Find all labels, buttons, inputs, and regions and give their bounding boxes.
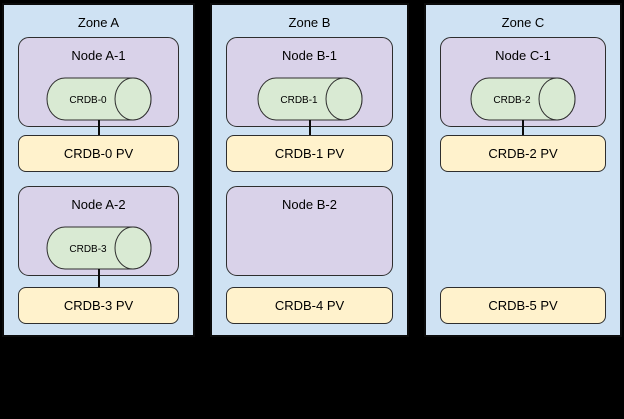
- cylinder-cap: [325, 77, 362, 121]
- node-b1: Node B-1 CRDB-1: [226, 37, 393, 127]
- zone-a-label: Zone A: [77, 15, 120, 30]
- zone-a: Zone A Node A-1 CRDB-0 CRDB-0 PV Node A-…: [2, 3, 195, 337]
- node-a2-label: Node A-2: [71, 197, 126, 212]
- node-c1: Node C-1 CRDB-2: [440, 37, 606, 127]
- crdb-3-cylinder-label: CRDB-3: [69, 244, 107, 255]
- crdb-5-pv-box: CRDB-5 PV: [440, 287, 606, 324]
- node-c1-label: Node C-1: [495, 48, 551, 63]
- crdb-3-pv-box: CRDB-3 PV: [18, 287, 179, 324]
- crdb-1-cylinder: CRDB-1: [257, 77, 363, 121]
- zone-b: Zone B Node B-1 CRDB-1 CRDB-1 PV Node B-…: [210, 3, 409, 337]
- crdb-4-pv-box: CRDB-4 PV: [226, 287, 393, 324]
- connector-line: [522, 120, 524, 135]
- node-b1-label: Node B-1: [282, 48, 337, 63]
- zone-c-label: Zone C: [501, 15, 545, 30]
- crdb-2-cylinder: CRDB-2: [470, 77, 576, 121]
- node-a1: Node A-1 CRDB-0: [18, 37, 179, 127]
- node-b2-label: Node B-2: [282, 197, 337, 212]
- crdb-1-cylinder-label: CRDB-1: [280, 95, 318, 106]
- connector-line: [308, 120, 311, 135]
- zone-c: Zone C Node C-1 CRDB-2 CRDB-2 PV CRDB-5 …: [424, 3, 622, 337]
- crdb-0-cylinder: CRDB-0: [46, 77, 152, 121]
- crdb-2-cylinder-label: CRDB-2: [493, 95, 531, 106]
- crdb-2-pv-box: CRDB-2 PV: [440, 135, 606, 172]
- node-a1-label: Node A-1: [71, 48, 126, 63]
- crdb-0-cylinder-label: CRDB-0: [69, 95, 107, 106]
- connector-line: [97, 120, 100, 135]
- cylinder-cap: [538, 77, 576, 121]
- zone-b-label: Zone B: [288, 15, 331, 30]
- crdb-1-pv-box: CRDB-1 PV: [226, 135, 393, 172]
- crdb-0-pv-box: CRDB-0 PV: [18, 135, 179, 172]
- connector-line: [97, 269, 100, 287]
- node-a2: Node A-2 CRDB-3: [18, 186, 179, 276]
- cylinder-cap: [114, 226, 151, 270]
- cylinder-cap: [114, 77, 151, 121]
- node-b2: Node B-2: [226, 186, 393, 276]
- crdb-3-cylinder: CRDB-3: [46, 226, 152, 270]
